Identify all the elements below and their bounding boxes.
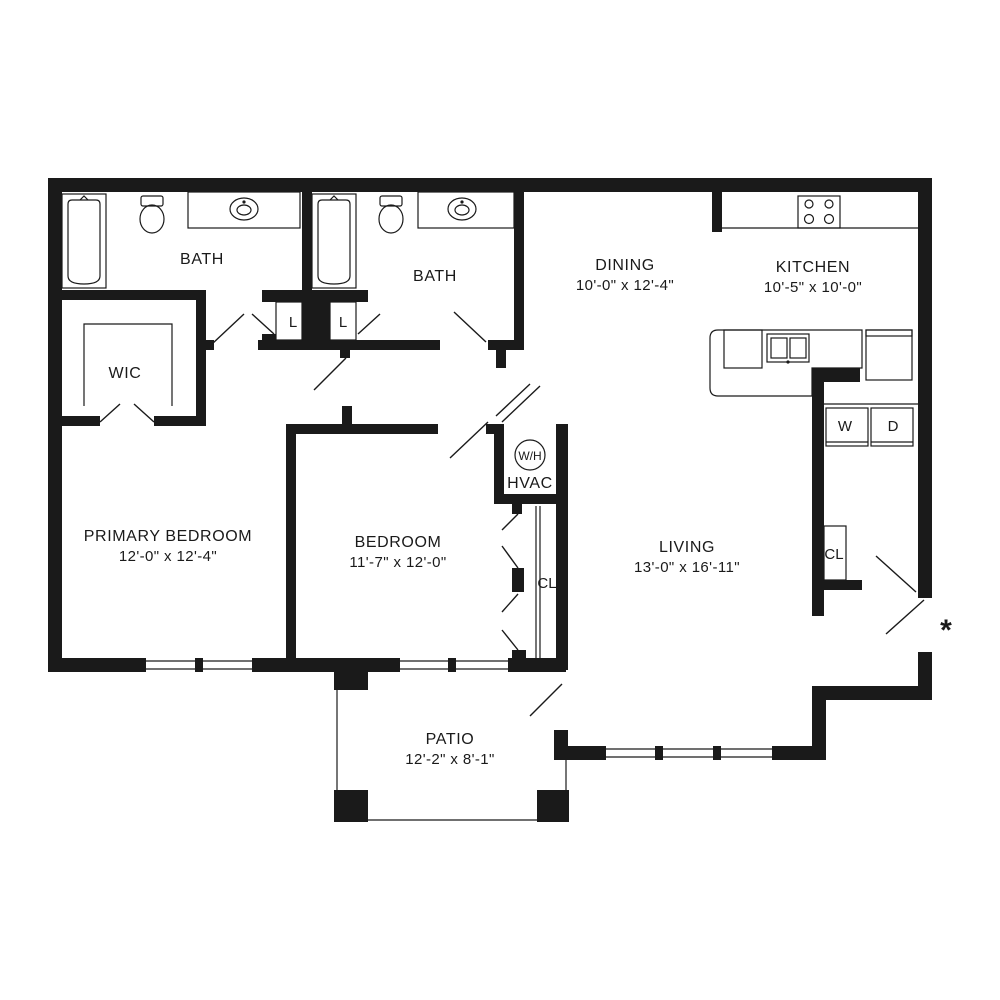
kitchen-dims: 10'-5" x 10'-0" <box>764 279 862 296</box>
water-heater-icon <box>514 439 546 471</box>
living-dims: 13'-0" x 16'-11" <box>634 559 740 576</box>
exterior-walls <box>48 178 932 822</box>
bedroom-dims: 11'-7" x 12'-0" <box>349 554 446 571</box>
bedroom-label: BEDROOM <box>355 534 442 551</box>
entry-marker: * <box>940 614 952 647</box>
primary-bedroom-dims: 12'-0" x 12'-4" <box>119 548 217 565</box>
primary-bedroom-label: PRIMARY BEDROOM <box>84 528 252 545</box>
linen-left-label: L <box>289 314 297 331</box>
linen-closets <box>275 301 357 341</box>
doors <box>99 311 925 717</box>
water-heater-label: W/H <box>518 449 541 463</box>
room-labels: BATH BATH L L WIC DINING 10'-0" x 12'-4"… <box>84 251 952 768</box>
kitchen-label: KITCHEN <box>776 259 850 276</box>
washer-label: W <box>838 418 853 435</box>
interior-walls <box>58 188 862 670</box>
left-bath-fixtures <box>61 191 301 289</box>
dining-label: DINING <box>595 257 655 274</box>
bath-right-label: BATH <box>413 268 457 285</box>
entry-closet-label: CL <box>824 546 843 563</box>
wic-shelving <box>83 323 173 406</box>
bedroom-closet <box>535 506 541 658</box>
windows <box>146 660 772 758</box>
kitchen-fixtures <box>709 195 918 397</box>
patio-dims: 12'-2" x 8'-1" <box>405 751 495 768</box>
linen-right-label: L <box>339 314 347 331</box>
patio-outline <box>336 690 567 821</box>
dryer-label: D <box>888 418 899 435</box>
wic-label: WIC <box>109 365 142 382</box>
bath-left-label: BATH <box>180 251 224 268</box>
dining-dims: 10'-0" x 12'-4" <box>576 277 674 294</box>
hvac-label: HVAC <box>507 475 553 492</box>
living-label: LIVING <box>659 539 715 556</box>
bedroom-closet-label: CL <box>537 575 556 592</box>
patio-label: PATIO <box>426 731 475 748</box>
laundry <box>823 403 918 581</box>
right-bath-fixtures <box>311 191 515 289</box>
